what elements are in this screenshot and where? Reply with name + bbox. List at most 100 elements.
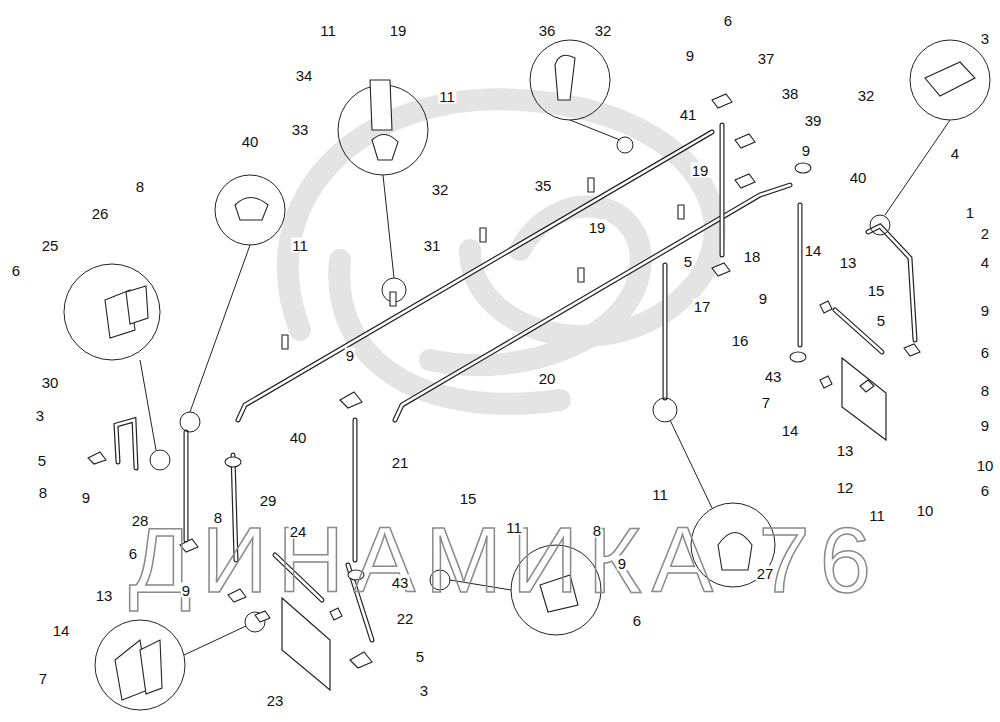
- callout-number: 40: [849, 170, 868, 185]
- part: [390, 292, 396, 306]
- callout-number: 5: [37, 453, 47, 468]
- rod-fill: [116, 420, 136, 468]
- rod: [116, 420, 136, 468]
- callout-number: 14: [804, 243, 823, 258]
- part: [140, 640, 162, 694]
- callout-number: 14: [781, 423, 800, 438]
- part: [712, 263, 730, 276]
- callout-number: 6: [980, 345, 990, 360]
- part: [282, 335, 288, 349]
- callout-number: 6: [632, 613, 642, 628]
- callout-number: 7: [761, 395, 771, 410]
- detail-leader: [570, 120, 620, 140]
- callout-number: 8: [38, 485, 48, 500]
- part: [555, 55, 575, 100]
- detail-circle: [653, 398, 677, 422]
- callout-number: 28: [131, 513, 150, 528]
- callout-number: 10: [976, 458, 995, 473]
- callout-number: 26: [91, 206, 110, 221]
- callout-number: 43: [764, 369, 783, 384]
- detail-circle: [180, 412, 200, 432]
- rod: [720, 125, 725, 255]
- callout-number: 2: [980, 226, 990, 241]
- part: [480, 228, 486, 242]
- detail-circle: [870, 215, 890, 235]
- rod: [663, 265, 668, 398]
- callout-number: 12: [836, 480, 855, 495]
- callout-number: 37: [757, 51, 776, 66]
- callout-number: 8: [135, 179, 145, 194]
- callout-number: 4: [980, 255, 990, 270]
- callout-number: 6: [723, 13, 733, 28]
- rod: [395, 185, 790, 420]
- part: [795, 163, 811, 173]
- callout-number: 9: [801, 143, 811, 158]
- callout-number: 36: [538, 23, 557, 38]
- detail-leader: [184, 626, 246, 655]
- part: [820, 301, 832, 313]
- callout-number: 9: [617, 556, 627, 571]
- callout-number: 35: [534, 178, 553, 193]
- callout-number: 1: [965, 205, 975, 220]
- callout-number: 11: [291, 238, 309, 253]
- rod-fill: [721, 125, 724, 255]
- callout-number: 9: [345, 348, 355, 363]
- rod: [238, 132, 712, 420]
- callout-number: 4: [950, 146, 960, 161]
- callout-number: 11: [868, 508, 886, 523]
- callout-number: 34: [295, 68, 314, 83]
- callout-number: 3: [419, 683, 429, 698]
- callout-number: 9: [980, 303, 990, 318]
- rod-fill: [238, 132, 712, 420]
- callout-number: 25: [41, 238, 60, 253]
- callout-number: 11: [319, 23, 337, 38]
- callout-number: 43: [391, 575, 410, 590]
- callout-number: 13: [836, 443, 855, 458]
- callout-number: 32: [594, 23, 613, 38]
- callout-number: 33: [291, 122, 310, 137]
- callout-number: 6: [11, 263, 21, 278]
- callout-number: 11: [505, 520, 523, 535]
- part: [712, 94, 732, 108]
- callout-number: 38: [781, 86, 800, 101]
- callout-number: 40: [241, 134, 260, 149]
- callout-number: 5: [876, 313, 886, 328]
- part: [225, 457, 241, 467]
- callout-number: 16: [731, 333, 750, 348]
- rod-fill: [664, 265, 667, 398]
- callout-number: 24: [289, 524, 308, 539]
- callout-number: 11: [438, 89, 456, 104]
- part: [370, 80, 392, 130]
- detail-circle: [95, 620, 185, 710]
- callout-number: 39: [804, 113, 823, 128]
- part: [588, 178, 594, 192]
- part: [860, 380, 874, 392]
- plate: [282, 598, 330, 690]
- part: [735, 174, 755, 188]
- callout-number: 3: [980, 31, 990, 46]
- callout-number: 6: [980, 483, 990, 498]
- rod-fill: [799, 205, 802, 345]
- callout-number: 14: [52, 623, 71, 638]
- part: [340, 392, 362, 408]
- part: [126, 286, 148, 324]
- callout-number: 13: [839, 255, 858, 270]
- detail-leader: [383, 175, 394, 278]
- part: [735, 134, 755, 148]
- callout-number: 5: [683, 254, 693, 269]
- callout-number: 41: [679, 107, 698, 122]
- callout-number: 29: [259, 493, 278, 508]
- callout-number: 20: [538, 371, 557, 386]
- callout-number: 8: [980, 383, 990, 398]
- callout-number: 13: [95, 588, 114, 603]
- part: [790, 352, 806, 362]
- callout-number: 9: [181, 583, 191, 598]
- callout-number: 32: [857, 88, 876, 103]
- part: [350, 652, 372, 668]
- callout-number: 17: [693, 299, 712, 314]
- part: [88, 452, 106, 464]
- detail-circle: [64, 264, 160, 360]
- callout-number: 8: [213, 510, 223, 525]
- callout-number: 19: [691, 163, 710, 178]
